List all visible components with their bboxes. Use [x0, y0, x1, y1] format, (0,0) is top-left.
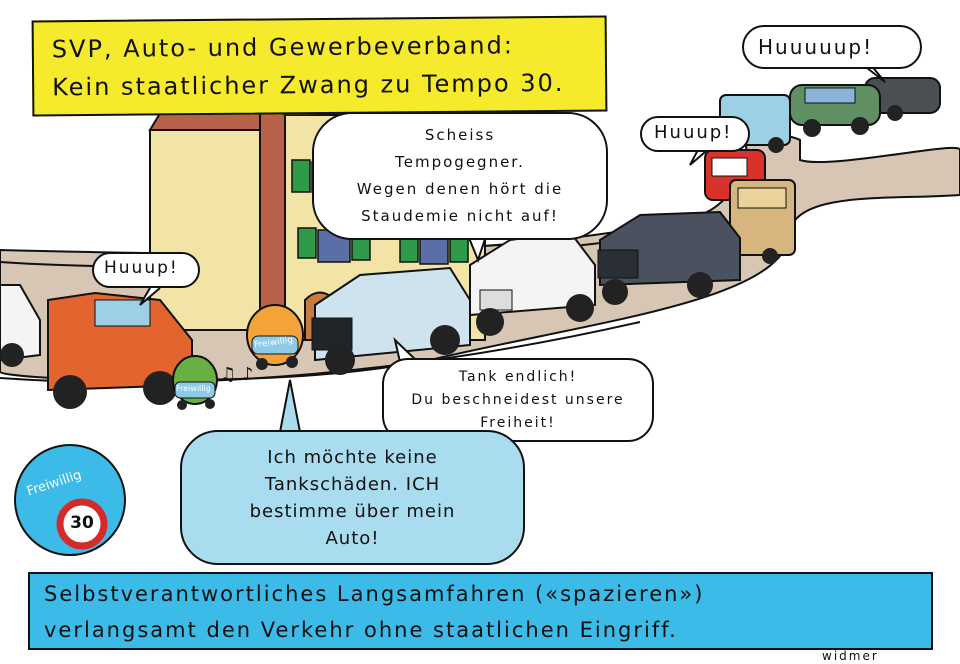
- speech-hupe-mid: Huuup!: [640, 116, 750, 152]
- car-white-left: [0, 284, 41, 367]
- car-orange-suv: [47, 291, 193, 409]
- speech-hupe-left: Huuup!: [92, 252, 200, 288]
- speech-hupe-mid-text: Huuup!: [654, 122, 733, 143]
- speech-small-car-line-2: Tankschäden. ICH: [264, 474, 441, 495]
- speech-tank-line-3: Freiheit!: [480, 415, 556, 431]
- headline-line-2: Kein staatlicher Zwang zu Tempo 30.: [52, 68, 565, 102]
- speech-small-car-line-4: Auto!: [325, 528, 380, 549]
- car-tan: [729, 179, 796, 264]
- signature: widmer: [822, 649, 879, 663]
- speech-small-car: Ich möchte keine Tankschäden. ICH bestim…: [180, 430, 525, 565]
- speech-tank-line-2: Du beschneidest unsere: [411, 392, 625, 408]
- speech-tempogegner-line-3: Wegen denen hört die: [356, 180, 564, 198]
- speech-small-car-line-1: Ich möchte keine: [267, 447, 438, 468]
- caption-banner: Selbstverantwortliches Langsamfahren («s…: [28, 572, 933, 650]
- caption-line-2: verlangsamt den Verkehr ohne staatlichen…: [44, 618, 678, 642]
- headline-line-1: SVP, Auto- und Gewerbeverband:: [51, 31, 515, 64]
- small-car-orange: [246, 304, 304, 370]
- car-lightblue-suv: [311, 266, 471, 375]
- green-car-label: Freiwillig: [176, 384, 211, 393]
- speech-tempogegner-line-1: Scheiss: [424, 126, 496, 144]
- speech-tempogegner: Scheiss Tempogegner. Wegen denen hört di…: [312, 112, 608, 240]
- car-far-green: [789, 84, 881, 137]
- car-dark-jeep: [597, 210, 741, 305]
- headline-banner: SVP, Auto- und Gewerbeverband: Kein staa…: [31, 15, 608, 117]
- speech-hupe-left-text: Huuup!: [104, 258, 179, 278]
- car-far-grey: [864, 77, 941, 121]
- speech-hupe-far-text: Huuuuup!: [758, 35, 874, 59]
- speech-tank-line-1: Tank endlich!: [458, 369, 578, 385]
- speech-tempogegner-line-4: Staudemie nicht auf!: [361, 207, 559, 225]
- freiwillig-badge: [14, 444, 126, 556]
- badge-number: 30: [70, 513, 94, 533]
- music-notes: ♫ ♪: [220, 364, 253, 385]
- speech-tempogegner-line-2: Tempogegner.: [395, 153, 525, 171]
- car-white-suv: [469, 230, 596, 336]
- speech-hupe-far: Huuuuup!: [742, 25, 922, 69]
- speech-small-car-line-3: bestimme über mein: [249, 501, 456, 522]
- speech-tank: Tank endlich! Du beschneidest unsere Fre…: [382, 358, 654, 442]
- caption-line-1: Selbstverantwortliches Langsamfahren («s…: [44, 582, 705, 606]
- small-car-green: [172, 355, 218, 410]
